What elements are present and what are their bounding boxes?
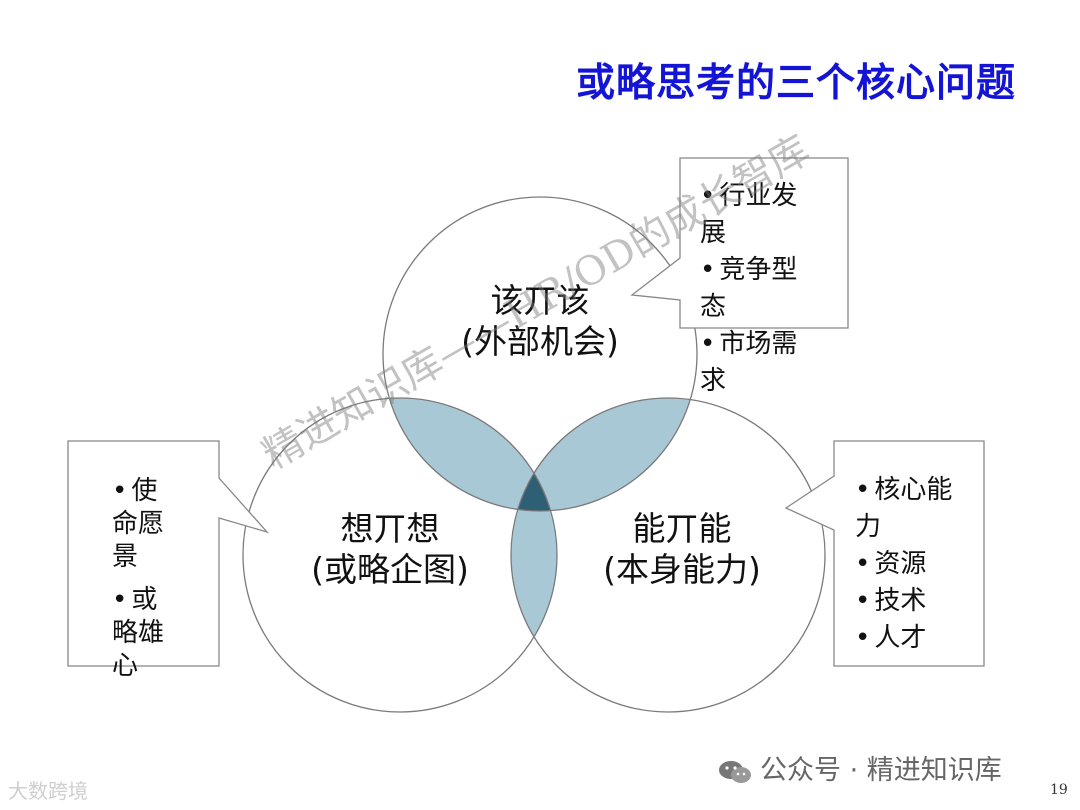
overlap-top-left (383, 398, 557, 511)
callout-item: •行业发展 (700, 181, 798, 248)
callout-item: •市场需求 (700, 329, 798, 396)
callout-right-text: •核心能力 •资源 •技术 •人才 (855, 472, 967, 657)
wechat-icon (718, 759, 752, 785)
callout-item: •或略雄心 (112, 585, 165, 681)
callout-item: •竞争型态 (700, 255, 798, 322)
callout-top-right-box (630, 157, 849, 329)
circle-right-subtitle: (本身能力) (603, 550, 761, 589)
page-number: 19 (1050, 782, 1068, 798)
callout-top-right-text: •行业发展 •竞争型态 •市场需求 (700, 178, 810, 400)
circle-left-label: 想丌想 (或略企图) (290, 508, 490, 590)
overlap-top-right (511, 398, 697, 511)
circle-top-title: 该丌该 (490, 281, 590, 320)
callout-left-box (67, 440, 269, 667)
footer-wechat: 公众号 · 精进知识库 (718, 748, 1002, 787)
footer-right-text: 公众号 · 精进知识库 (760, 755, 1002, 786)
callout-item: •核心能力 (855, 475, 953, 542)
circle-top-subtitle: (外部机会) (461, 322, 619, 361)
callout-item: •人才 (855, 623, 927, 653)
circle-left (242, 397, 558, 713)
callout-right-box (784, 440, 985, 667)
circle-top (382, 196, 698, 512)
callout-item: •资源 (855, 549, 927, 579)
circle-left-title: 想丌想 (340, 509, 440, 548)
circle-right (510, 397, 826, 713)
callout-item: •技术 (855, 586, 927, 616)
footer-left-logo: 大数跨境 (8, 779, 88, 803)
callout-left-text: •使命愿景 •或略雄心 (112, 475, 170, 683)
circle-right-label: 能丌能 (本身能力) (582, 508, 782, 590)
circle-right-title: 能丌能 (632, 509, 732, 548)
callout-item: •使命愿景 (112, 476, 165, 572)
circle-top-label: 该丌该 (外部机会) (440, 280, 640, 362)
slide-title: 或略思考的三个核心问题 (575, 60, 1016, 106)
circle-left-subtitle: (或略企图) (311, 550, 469, 589)
